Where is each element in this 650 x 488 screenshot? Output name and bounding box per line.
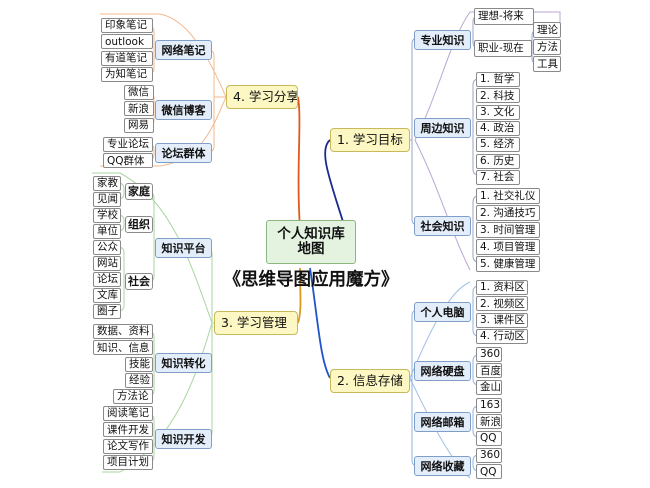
leaf-platform-3-4[interactable]: 文库 bbox=[93, 288, 121, 303]
leaf-platform-3-5[interactable]: 圈子 bbox=[93, 304, 121, 319]
topic-platform[interactable]: 知识平台 bbox=[155, 238, 212, 258]
branch-storage[interactable]: 2. 信息存储 bbox=[330, 369, 410, 393]
connector-center-goal bbox=[324, 139, 346, 229]
leaf-pc-2[interactable]: 2. 视频区 bbox=[476, 296, 528, 312]
leaf-blog-2[interactable]: 新浪 bbox=[124, 101, 154, 117]
center-topic[interactable]: 个人知识库地图 bbox=[266, 220, 356, 264]
outline-share-upper bbox=[100, 13, 227, 98]
outline-goal-lower bbox=[414, 139, 471, 271]
topic-develop[interactable]: 知识开发 bbox=[155, 429, 212, 449]
leaf-forum-2[interactable]: QQ群体 bbox=[103, 153, 153, 169]
leaf-mail-3[interactable]: QQ bbox=[476, 430, 502, 446]
topic-platform-group-1[interactable]: 家庭 bbox=[125, 183, 153, 200]
bracket-disk bbox=[472, 354, 480, 386]
topic-transform[interactable]: 知识转化 bbox=[155, 353, 212, 373]
leaf-develop-3[interactable]: 论文写作 bbox=[103, 438, 153, 454]
center-topic-line1: 个人知识库 bbox=[277, 225, 345, 242]
bracket-platform bbox=[147, 191, 155, 283]
map-subtitle: 《思维导图应用魔方》 bbox=[223, 270, 399, 291]
bracket-pc bbox=[472, 285, 480, 337]
leaf-mail-2[interactable]: 新浪 bbox=[476, 414, 502, 430]
leaf-notes-4[interactable]: 为知笔记 bbox=[101, 66, 153, 82]
branch-manage[interactable]: 3. 学习管理 bbox=[214, 311, 298, 335]
topic-social[interactable]: 社会知识 bbox=[414, 216, 471, 236]
bracket-social bbox=[472, 195, 480, 263]
leaf-blog-3[interactable]: 网易 bbox=[124, 117, 154, 133]
bracket-platform-group-3 bbox=[117, 246, 125, 312]
bracket-platform-group-2 bbox=[117, 214, 125, 232]
connector-center-share bbox=[297, 96, 301, 229]
leaf-surrounding-3[interactable]: 3. 文化 bbox=[476, 104, 520, 120]
topic-platform-group-3[interactable]: 社会 bbox=[125, 273, 153, 290]
leaf-pc-4[interactable]: 4. 行动区 bbox=[476, 328, 528, 344]
leaf-platform-2-2[interactable]: 单位 bbox=[93, 224, 121, 239]
leaf-notes-3[interactable]: 有道笔记 bbox=[101, 50, 153, 66]
topic-mail[interactable]: 网络邮箱 bbox=[414, 412, 471, 432]
leaf-social-5[interactable]: 5. 健康管理 bbox=[476, 256, 540, 272]
leaf-blog-1[interactable]: 微信 bbox=[124, 85, 154, 100]
leaf-social-4[interactable]: 4. 项目管理 bbox=[476, 239, 540, 255]
leaf-transform-2[interactable]: 知识、信息 bbox=[93, 340, 153, 356]
connector-center-storage bbox=[309, 267, 331, 379]
branch-share[interactable]: 4. 学习分享 bbox=[226, 85, 298, 109]
leaf-develop-2[interactable]: 课件开发 bbox=[103, 422, 153, 438]
topic-pc[interactable]: 个人电脑 bbox=[414, 302, 471, 322]
leaf-notes-2[interactable]: outlook bbox=[101, 34, 153, 50]
leaf-transform-3[interactable]: 技能 bbox=[125, 356, 153, 372]
leaf-notes-1[interactable]: 印象笔记 bbox=[101, 18, 153, 33]
leaf-transform-1[interactable]: 数据、资料 bbox=[93, 324, 153, 339]
topic-disk[interactable]: 网络硬盘 bbox=[414, 361, 471, 381]
leaf-present-method[interactable]: 方法 bbox=[533, 39, 561, 55]
leaf-present[interactable]: 职业-现在 bbox=[474, 40, 532, 57]
bracket-fav bbox=[472, 454, 480, 472]
leaf-forum-1[interactable]: 专业论坛 bbox=[103, 137, 153, 152]
topic-professional[interactable]: 专业知识 bbox=[414, 30, 471, 50]
leaf-transform-5[interactable]: 方法论 bbox=[113, 389, 153, 405]
leaf-future[interactable]: 理想-将来 bbox=[474, 8, 534, 25]
leaf-platform-3-3[interactable]: 论坛 bbox=[93, 272, 121, 287]
bracket-mail bbox=[472, 405, 480, 438]
leaf-surrounding-1[interactable]: 1. 哲学 bbox=[476, 72, 520, 87]
leaf-platform-1-2[interactable]: 见闻 bbox=[93, 192, 121, 207]
leaf-platform-3-1[interactable]: 公众 bbox=[93, 240, 121, 255]
leaf-platform-3-2[interactable]: 网站 bbox=[93, 256, 121, 271]
topic-fav[interactable]: 网络收藏 bbox=[414, 456, 471, 476]
leaf-develop-1[interactable]: 阅读笔记 bbox=[103, 406, 153, 421]
leaf-present-theory[interactable]: 理论 bbox=[533, 22, 561, 38]
leaf-fav-1[interactable]: 360 bbox=[476, 448, 502, 463]
branch-goal[interactable]: 1. 学习目标 bbox=[330, 128, 410, 152]
leaf-transform-4[interactable]: 经验 bbox=[125, 372, 153, 388]
leaf-pc-1[interactable]: 1. 资料区 bbox=[476, 280, 528, 295]
leaf-surrounding-7[interactable]: 7. 社会 bbox=[476, 169, 520, 185]
leaf-platform-2-1[interactable]: 学校 bbox=[93, 208, 121, 223]
leaf-surrounding-2[interactable]: 2. 科技 bbox=[476, 88, 520, 104]
leaf-disk-1[interactable]: 360 bbox=[476, 347, 502, 362]
connector-center-manage bbox=[297, 267, 302, 324]
topic-blog[interactable]: 微信博客 bbox=[155, 100, 212, 120]
center-topic-line2: 地图 bbox=[297, 241, 325, 257]
leaf-surrounding-6[interactable]: 6. 历史 bbox=[476, 153, 520, 169]
topic-surrounding[interactable]: 周边知识 bbox=[414, 118, 471, 138]
leaf-platform-1-1[interactable]: 家教 bbox=[93, 176, 121, 191]
bracket-platform-group-1 bbox=[117, 182, 125, 200]
leaf-social-2[interactable]: 2. 沟通技巧 bbox=[476, 205, 540, 221]
topic-notes[interactable]: 网络笔记 bbox=[155, 40, 212, 60]
leaf-develop-4[interactable]: 项目计划 bbox=[103, 454, 153, 470]
leaf-social-3[interactable]: 3. 时间管理 bbox=[476, 222, 540, 238]
leaf-pc-3[interactable]: 3. 课件区 bbox=[476, 312, 528, 328]
leaf-surrounding-5[interactable]: 5. 经济 bbox=[476, 137, 520, 153]
leaf-disk-3[interactable]: 金山 bbox=[476, 379, 502, 395]
leaf-present-tool[interactable]: 工具 bbox=[533, 56, 561, 72]
leaf-disk-2[interactable]: 百度 bbox=[476, 363, 502, 379]
topic-platform-group-2[interactable]: 组织 bbox=[125, 216, 153, 233]
leaf-social-1[interactable]: 1. 社交礼仪 bbox=[476, 188, 540, 204]
leaf-fav-2[interactable]: QQ bbox=[476, 464, 502, 480]
bracket-surrounding bbox=[472, 78, 480, 176]
outline-manage-upper bbox=[92, 172, 213, 324]
leaf-surrounding-4[interactable]: 4. 政治 bbox=[476, 120, 520, 136]
leaf-mail-1[interactable]: 163 bbox=[476, 398, 502, 413]
topic-forum[interactable]: 论坛群体 bbox=[155, 143, 212, 163]
